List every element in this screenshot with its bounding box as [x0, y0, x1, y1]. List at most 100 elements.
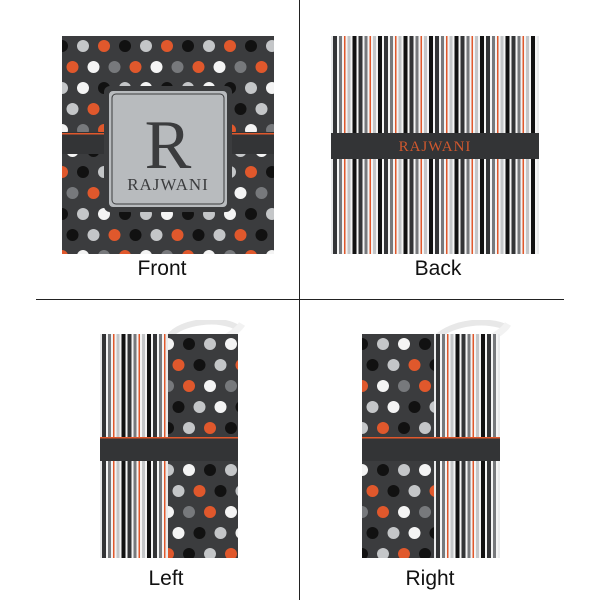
- polka-dot: [255, 229, 268, 241]
- polka-dot: [246, 464, 250, 476]
- polka-dot: [87, 187, 100, 199]
- polka-dot: [366, 527, 379, 539]
- polka-dot: [234, 187, 247, 199]
- polka-dot: [213, 61, 226, 73]
- polka-dot: [168, 422, 174, 434]
- polka-dot: [140, 250, 152, 254]
- polka-dot: [168, 338, 174, 350]
- polka-dot: [235, 486, 238, 496]
- polka-dot: [398, 548, 410, 558]
- polka-dot: [204, 422, 216, 434]
- polka-dot: [182, 40, 194, 52]
- polka-dot: [419, 548, 431, 558]
- polka-dot: [429, 359, 434, 371]
- polka-dot: [266, 82, 274, 94]
- polka-dot: [98, 40, 110, 52]
- polka-dot: [225, 380, 237, 392]
- polka-dot: [193, 527, 206, 539]
- polka-dot: [225, 338, 237, 350]
- polka-dot: [62, 40, 68, 52]
- polka-dot: [366, 401, 379, 413]
- polka-dot: [362, 422, 368, 434]
- polka-dot: [398, 422, 410, 434]
- polka-dot: [362, 464, 368, 476]
- polka-dot: [66, 229, 79, 241]
- polka-dot: [183, 380, 195, 392]
- polka-dot: [408, 527, 421, 539]
- polka-dot: [183, 338, 195, 350]
- vertical-divider: [299, 0, 300, 600]
- polka-dot: [387, 401, 400, 413]
- polka-dot: [377, 464, 389, 476]
- polka-dot: [183, 422, 195, 434]
- polka-dot: [171, 61, 184, 73]
- polka-dot: [419, 380, 431, 392]
- polka-dot: [419, 464, 431, 476]
- caption-right: Right: [405, 567, 455, 590]
- polka-dot: [183, 548, 195, 558]
- polka-dot: [246, 380, 250, 392]
- polka-dot: [224, 250, 236, 254]
- polka-dot: [398, 464, 410, 476]
- bag-left-image: [100, 320, 250, 558]
- polka-dot: [203, 250, 215, 254]
- bag-right-view: [362, 320, 512, 560]
- polka-dot: [77, 250, 89, 254]
- polka-dot: [234, 61, 247, 73]
- polka-dot: [429, 401, 434, 413]
- horizontal-divider: [36, 299, 564, 300]
- polka-dot: [161, 40, 173, 52]
- polka-dot: [66, 103, 79, 115]
- polka-dot: [204, 380, 216, 392]
- polka-dot: [77, 82, 89, 94]
- monogram-name: RAJWANI: [127, 175, 209, 194]
- polka-dot: [77, 208, 89, 220]
- polka-dot: [213, 229, 226, 241]
- polka-dot: [225, 422, 237, 434]
- polka-dot: [362, 548, 368, 558]
- polka-dot: [362, 380, 368, 392]
- polka-dot: [214, 359, 227, 371]
- polka-dot: [129, 61, 142, 73]
- polka-dot: [235, 360, 238, 370]
- polka-dot: [77, 40, 89, 52]
- polka-dot: [192, 229, 205, 241]
- polka-dot: [246, 338, 250, 350]
- polka-dot: [235, 402, 238, 412]
- polka-dot: [225, 548, 237, 558]
- polka-dot: [87, 229, 100, 241]
- polka-dot: [362, 338, 368, 350]
- polka-dot: [66, 187, 79, 199]
- polka-dot: [245, 250, 257, 254]
- polka-dot: [255, 61, 268, 73]
- polka-dot: [255, 187, 268, 199]
- polka-dot: [62, 250, 68, 254]
- polka-dot: [119, 250, 131, 254]
- polka-dot: [204, 464, 216, 476]
- polka-dot: [77, 166, 89, 178]
- polka-dot: [266, 40, 274, 52]
- polka-dot: [168, 548, 174, 558]
- polka-dot: [108, 229, 121, 241]
- caption-back: Back: [414, 257, 462, 280]
- polka-dot: [171, 229, 184, 241]
- polka-dot: [266, 208, 274, 220]
- polka-dot: [387, 485, 400, 497]
- bag-front-view: R RAJWANI: [62, 36, 274, 254]
- polka-dot: [246, 506, 250, 518]
- polka-dot: [150, 229, 163, 241]
- polka-dot: [366, 359, 379, 371]
- polka-dot: [245, 208, 257, 220]
- polka-dot: [235, 528, 238, 538]
- polka-dot: [377, 506, 389, 518]
- polka-dot: [172, 485, 185, 497]
- polka-dot: [214, 485, 227, 497]
- polka-dot: [419, 506, 431, 518]
- caption-front: Front: [137, 257, 187, 280]
- polka-dot: [419, 338, 431, 350]
- polka-dot: [119, 40, 131, 52]
- polka-dot: [377, 338, 389, 350]
- bag-back-image: RAJWANI: [331, 36, 539, 254]
- bag-left-view: [100, 320, 250, 560]
- polka-dot: [387, 359, 400, 371]
